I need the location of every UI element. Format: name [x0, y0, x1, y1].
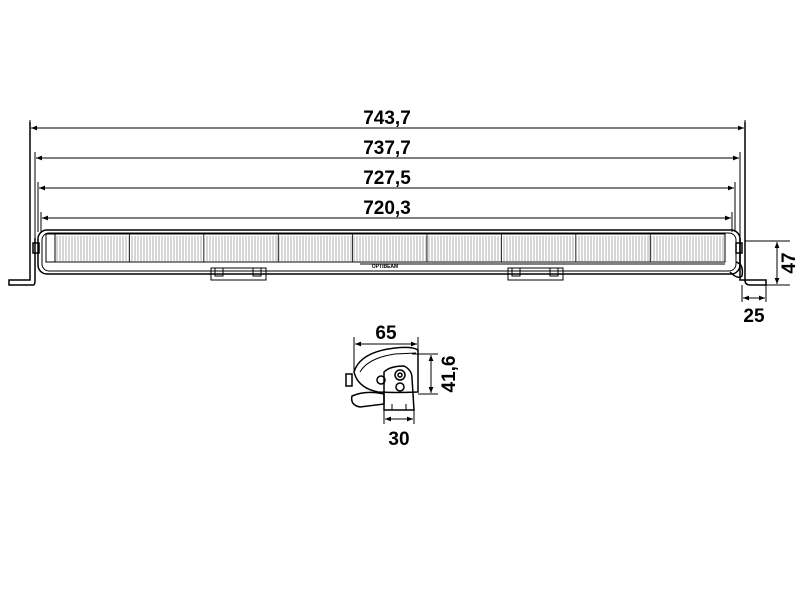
- mount-foot-left: [210, 267, 267, 281]
- dim-side-depth: 65: [375, 323, 397, 344]
- dimension-bracket-foot: 25: [741, 285, 767, 327]
- dimension-height: 47: [745, 240, 800, 286]
- dim-bracket-length: 737,7: [363, 138, 411, 159]
- dimension-bracket: 737,7: [36, 138, 739, 161]
- dim-mount-width: 30: [388, 429, 409, 450]
- led-lens-grid: [56, 234, 724, 262]
- mount-foot-right: [507, 267, 564, 281]
- dim-bracket-foot: 25: [743, 306, 765, 327]
- dim-side-height: 41,6: [439, 356, 460, 393]
- left-bracket: [8, 122, 40, 286]
- dimension-housing: 727,5: [39, 168, 734, 191]
- dimension-overall: 743,7: [31, 108, 744, 131]
- dimension-mount-width: 30: [383, 410, 415, 450]
- dim-overall-length: 743,7: [363, 108, 411, 129]
- brand-logo: OPTIBEAM: [372, 264, 398, 270]
- dimension-lens: 720,3: [42, 198, 731, 221]
- light-bar-front-view: OPTIBEAM: [37, 229, 741, 275]
- dim-height: 47: [779, 252, 800, 273]
- dim-housing-length: 727,5: [363, 168, 411, 189]
- light-bar-side-view: [345, 346, 419, 411]
- dimension-side-depth: 65: [353, 323, 419, 372]
- dim-lens-length: 720,3: [363, 198, 411, 219]
- dimension-side-height: 41,6: [412, 353, 460, 395]
